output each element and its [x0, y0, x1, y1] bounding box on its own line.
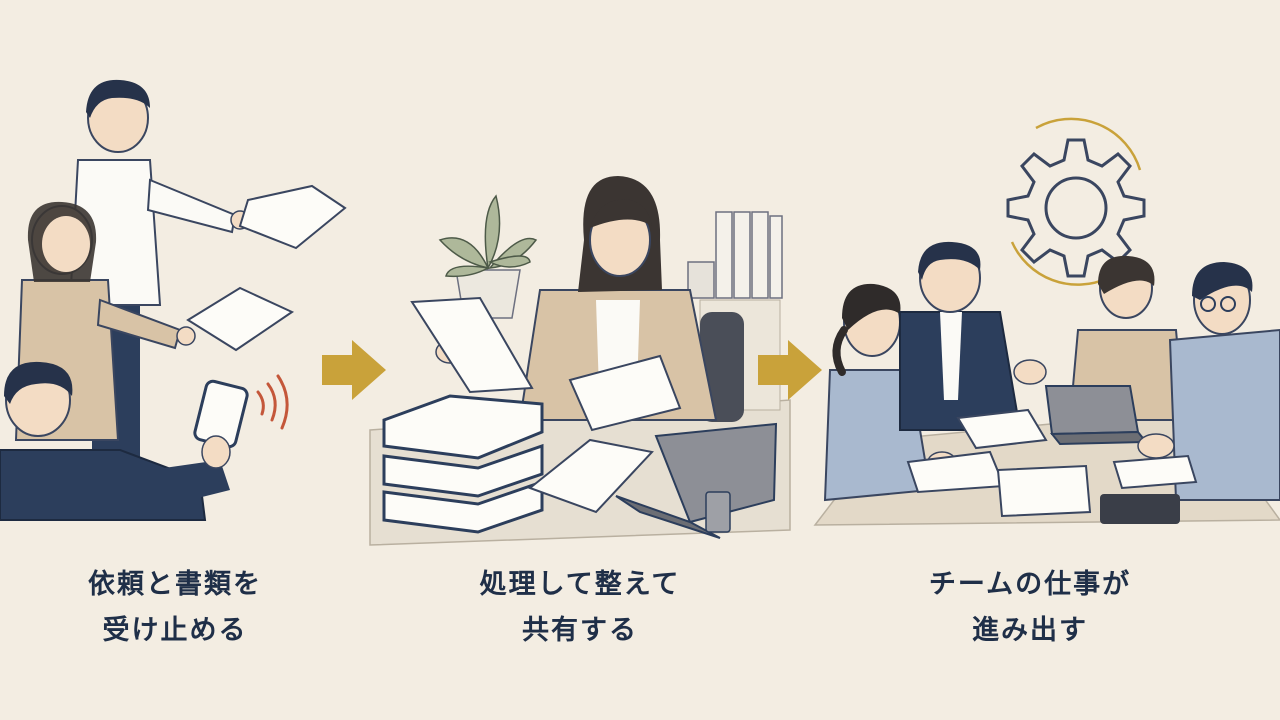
person-woman-beige — [14, 201, 196, 441]
person-man-navy-center — [899, 241, 1047, 431]
arrow-icon-2 — [758, 340, 822, 400]
caption-step-1: 依頼と書類を 受け止める — [25, 562, 325, 654]
document-sheet-held-left — [410, 296, 534, 394]
caption-step-3: チームの仕事が 進み出す — [880, 562, 1180, 654]
gear-icon — [1006, 117, 1146, 286]
caption-step-1-line-1: 依頼と書類を — [88, 569, 262, 600]
potted-plant — [438, 194, 538, 319]
document-tray — [382, 394, 544, 534]
signal-waves-icon — [256, 374, 289, 430]
scene-process — [369, 176, 791, 546]
notebook — [1100, 494, 1180, 524]
laptop-team — [1044, 385, 1149, 446]
document-stack-desk — [527, 438, 654, 514]
document-sheet-team-right — [1112, 454, 1198, 490]
document-sheet-top — [238, 184, 347, 250]
caption-step-2-line-2: 共有する — [522, 615, 638, 646]
document-sheet-held-right — [568, 354, 682, 432]
caption-step-2-line-1: 処理して整えて — [479, 569, 681, 600]
arrow-icon-1 — [322, 340, 386, 400]
laptop — [615, 422, 778, 539]
caption-step-2: 処理して整えて 共有する — [430, 562, 730, 654]
document-folder-middle — [186, 286, 295, 352]
caption-step-1-line-2: 受け止める — [102, 615, 248, 646]
person-man-glasses — [1137, 262, 1280, 501]
scene-receive — [0, 79, 347, 521]
scene-team — [813, 117, 1280, 526]
person-man-navy-suit — [0, 361, 249, 521]
document-folder-team — [996, 464, 1092, 518]
caption-step-3-line-1: チームの仕事が — [928, 569, 1132, 600]
caption-step-3-line-2: 進み出す — [972, 615, 1088, 646]
document-sheet-team-center — [956, 408, 1048, 450]
